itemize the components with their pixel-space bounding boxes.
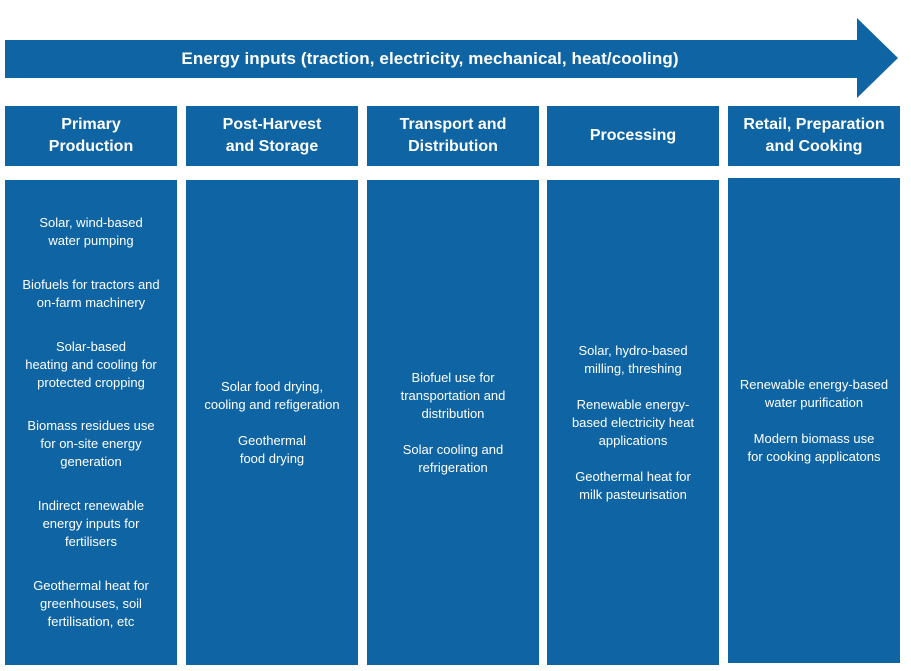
list-item: Renewable energy-based water purificatio… [739,376,889,410]
list-item: Geothermal heat for milk pasteurisation [575,468,691,502]
list-item: Modern biomass use for cooking applicato… [747,430,881,464]
list-item: Solar-based heating and cooling for prot… [25,338,157,390]
column-body-transport: Biofuel use for transportation and distr… [367,180,539,665]
list-item: Renewable energy- based electricity heat… [571,396,695,448]
column-header-post-harvest: Post-Harvest and Storage [186,106,358,166]
arrow-label: Energy inputs (traction, electricity, me… [181,49,679,68]
list-item: Solar, wind-based water pumping [39,214,143,248]
column-header-processing: Processing [547,106,719,166]
column-body-primary-production: Solar, wind-based water pumping Biofuels… [5,180,177,665]
list-item: Solar food drying, cooling and refigerat… [204,378,340,412]
energy-inputs-arrow: Energy inputs (traction, electricity, me… [0,0,911,100]
list-item: Biofuels for tractors and on-farm machin… [22,276,160,310]
column-body-retail: Renewable energy-based water purificatio… [728,178,900,663]
list-item: Geothermal heat for greenhouses, soil fe… [33,578,149,630]
list-item: Biofuel use for transportation and distr… [400,369,506,421]
list-item: Biomass residues use for on-site energy … [27,418,155,470]
column-body-post-harvest: Solar food drying, cooling and refigerat… [186,180,358,665]
arrow-shape [5,18,898,98]
column-header-transport: Transport and Distribution [367,106,539,166]
column-header-primary-production: Primary Production [5,106,177,166]
list-item: Solar cooling and refrigeration [402,441,504,475]
list-item: Solar, hydro-based milling, threshing [578,342,688,376]
column-header-retail: Retail, Preparation and Cooking [728,106,900,166]
column-body-processing: Solar, hydro-based milling, threshing Re… [547,180,719,665]
list-item: Indirect renewable energy inputs for fer… [37,498,145,550]
list-item: Geothermal food drying [238,432,306,466]
